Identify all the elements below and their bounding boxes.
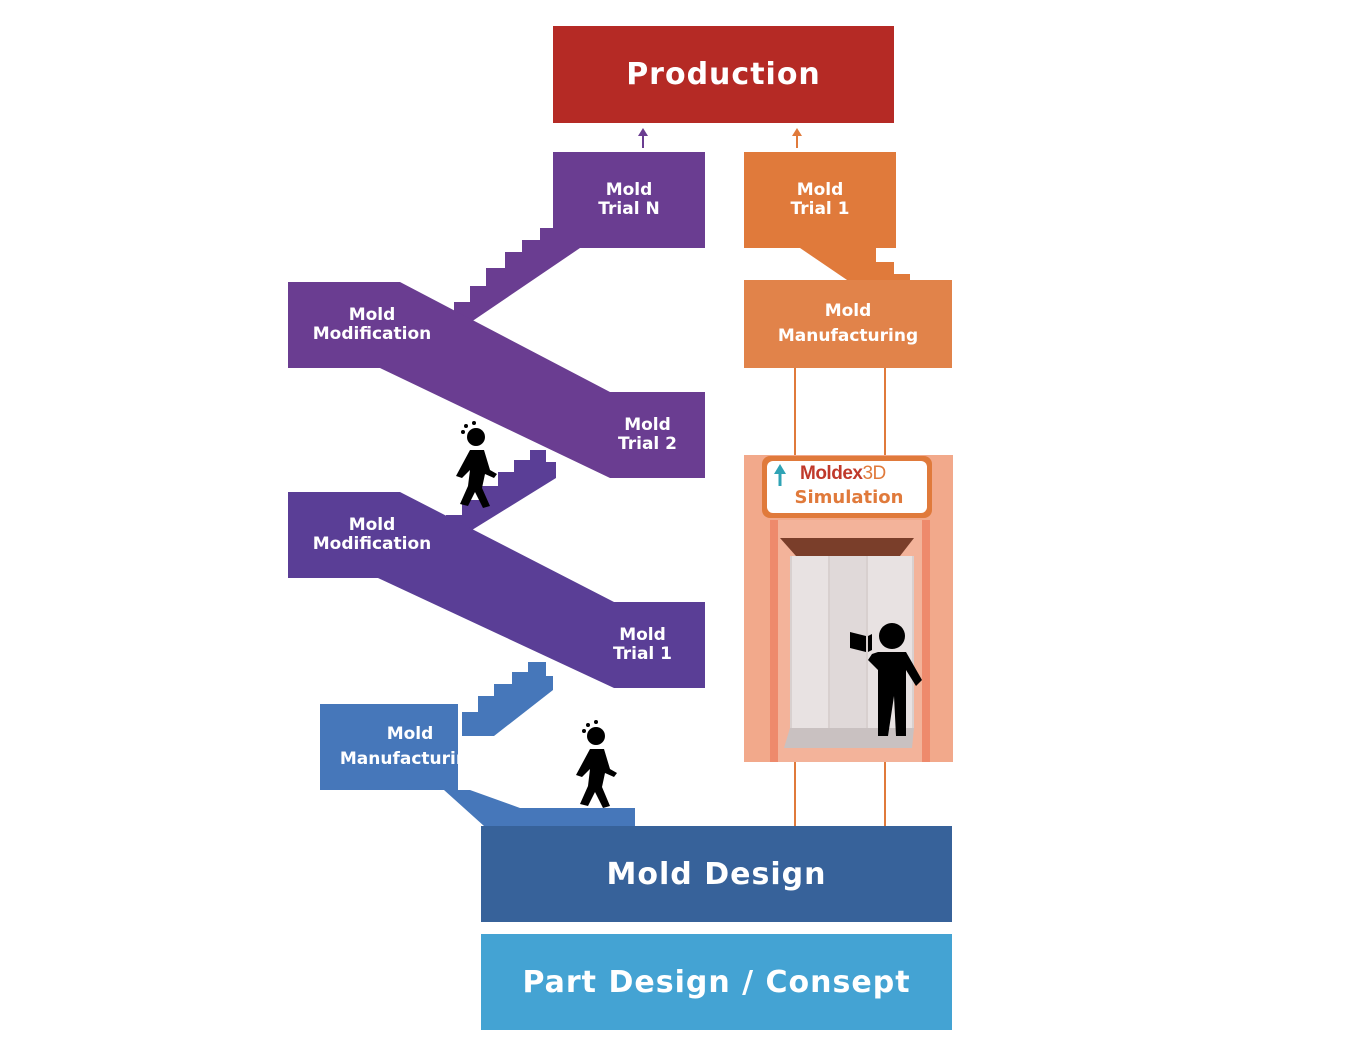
- mold-trial-1-simulation-line1: Mold: [796, 180, 844, 200]
- up-arrow-icon: [638, 128, 648, 148]
- mold-trial-1-simulation-line2: Trial 1: [790, 199, 850, 219]
- mold-design-label: Mold Design: [606, 856, 827, 892]
- simulation-label: Simulation: [794, 487, 904, 508]
- mold-trial-2-line2: Trial 2: [618, 434, 677, 454]
- up-arrow-icon: [774, 464, 786, 486]
- part-design-box: Part Design / Consept: [481, 934, 952, 1030]
- mold-trial-1-traditional-line1: Mold: [619, 625, 666, 645]
- staircase-orange: [800, 248, 910, 282]
- mold-manufacturing-simulation-line2: Manufacturing: [777, 326, 919, 346]
- walking-person-icon: [576, 720, 617, 808]
- part-design-label: Part Design / Consept: [522, 964, 911, 1000]
- mold-manufacturing-traditional-line1: Mold: [386, 724, 434, 744]
- mold-modification-upper-line2: Modification: [312, 324, 432, 344]
- mold-modification-lower-box: Mold Modification: [288, 492, 456, 578]
- mold-trial-1-traditional-line2: Trial 1: [613, 644, 672, 664]
- moldex3d-brand-suffix: 3D: [862, 463, 886, 484]
- mold-trial-1-traditional-box: Mold Trial 1: [585, 602, 700, 688]
- mold-trial-n-line2: Trial N: [598, 199, 660, 219]
- mold-modification-lower-line2: Modification: [312, 534, 432, 554]
- up-arrow-icon: [792, 128, 802, 148]
- staircase-lower: [320, 662, 635, 826]
- mold-modification-upper-box: Mold Modification: [288, 282, 456, 368]
- moldex3d-brand-prefix: Moldex: [800, 463, 863, 484]
- elevator-cables: [794, 368, 886, 826]
- mold-modification-upper-line1: Mold: [348, 305, 396, 325]
- moldex3d-logo: Moldex3D: [800, 463, 925, 487]
- production-label: Production: [626, 57, 821, 92]
- mold-manufacturing-traditional-box: Mold Manufacturing: [320, 704, 500, 790]
- mold-trial-2-box: Mold Trial 2: [590, 392, 705, 478]
- mold-manufacturing-traditional-line2: Manufacturing: [339, 749, 481, 769]
- mold-manufacturing-simulation-box: Mold Manufacturing: [744, 280, 952, 368]
- staircase-middle: [288, 450, 705, 688]
- mold-trial-1-simulation-box: Mold Trial 1: [744, 152, 896, 248]
- mold-modification-lower-line1: Mold: [348, 515, 396, 535]
- staircase-upper: [288, 228, 705, 478]
- reading-person-icon: [850, 623, 922, 736]
- mold-trial-2-line1: Mold: [624, 415, 671, 435]
- mold-trial-n-line1: Mold: [605, 180, 653, 200]
- mold-trial-n-box: Mold Trial N: [553, 152, 705, 248]
- walking-person-icon: [456, 421, 497, 508]
- mold-manufacturing-simulation-line1: Mold: [824, 301, 872, 321]
- production-box: Production: [553, 26, 894, 123]
- mold-design-box: Mold Design: [481, 826, 952, 922]
